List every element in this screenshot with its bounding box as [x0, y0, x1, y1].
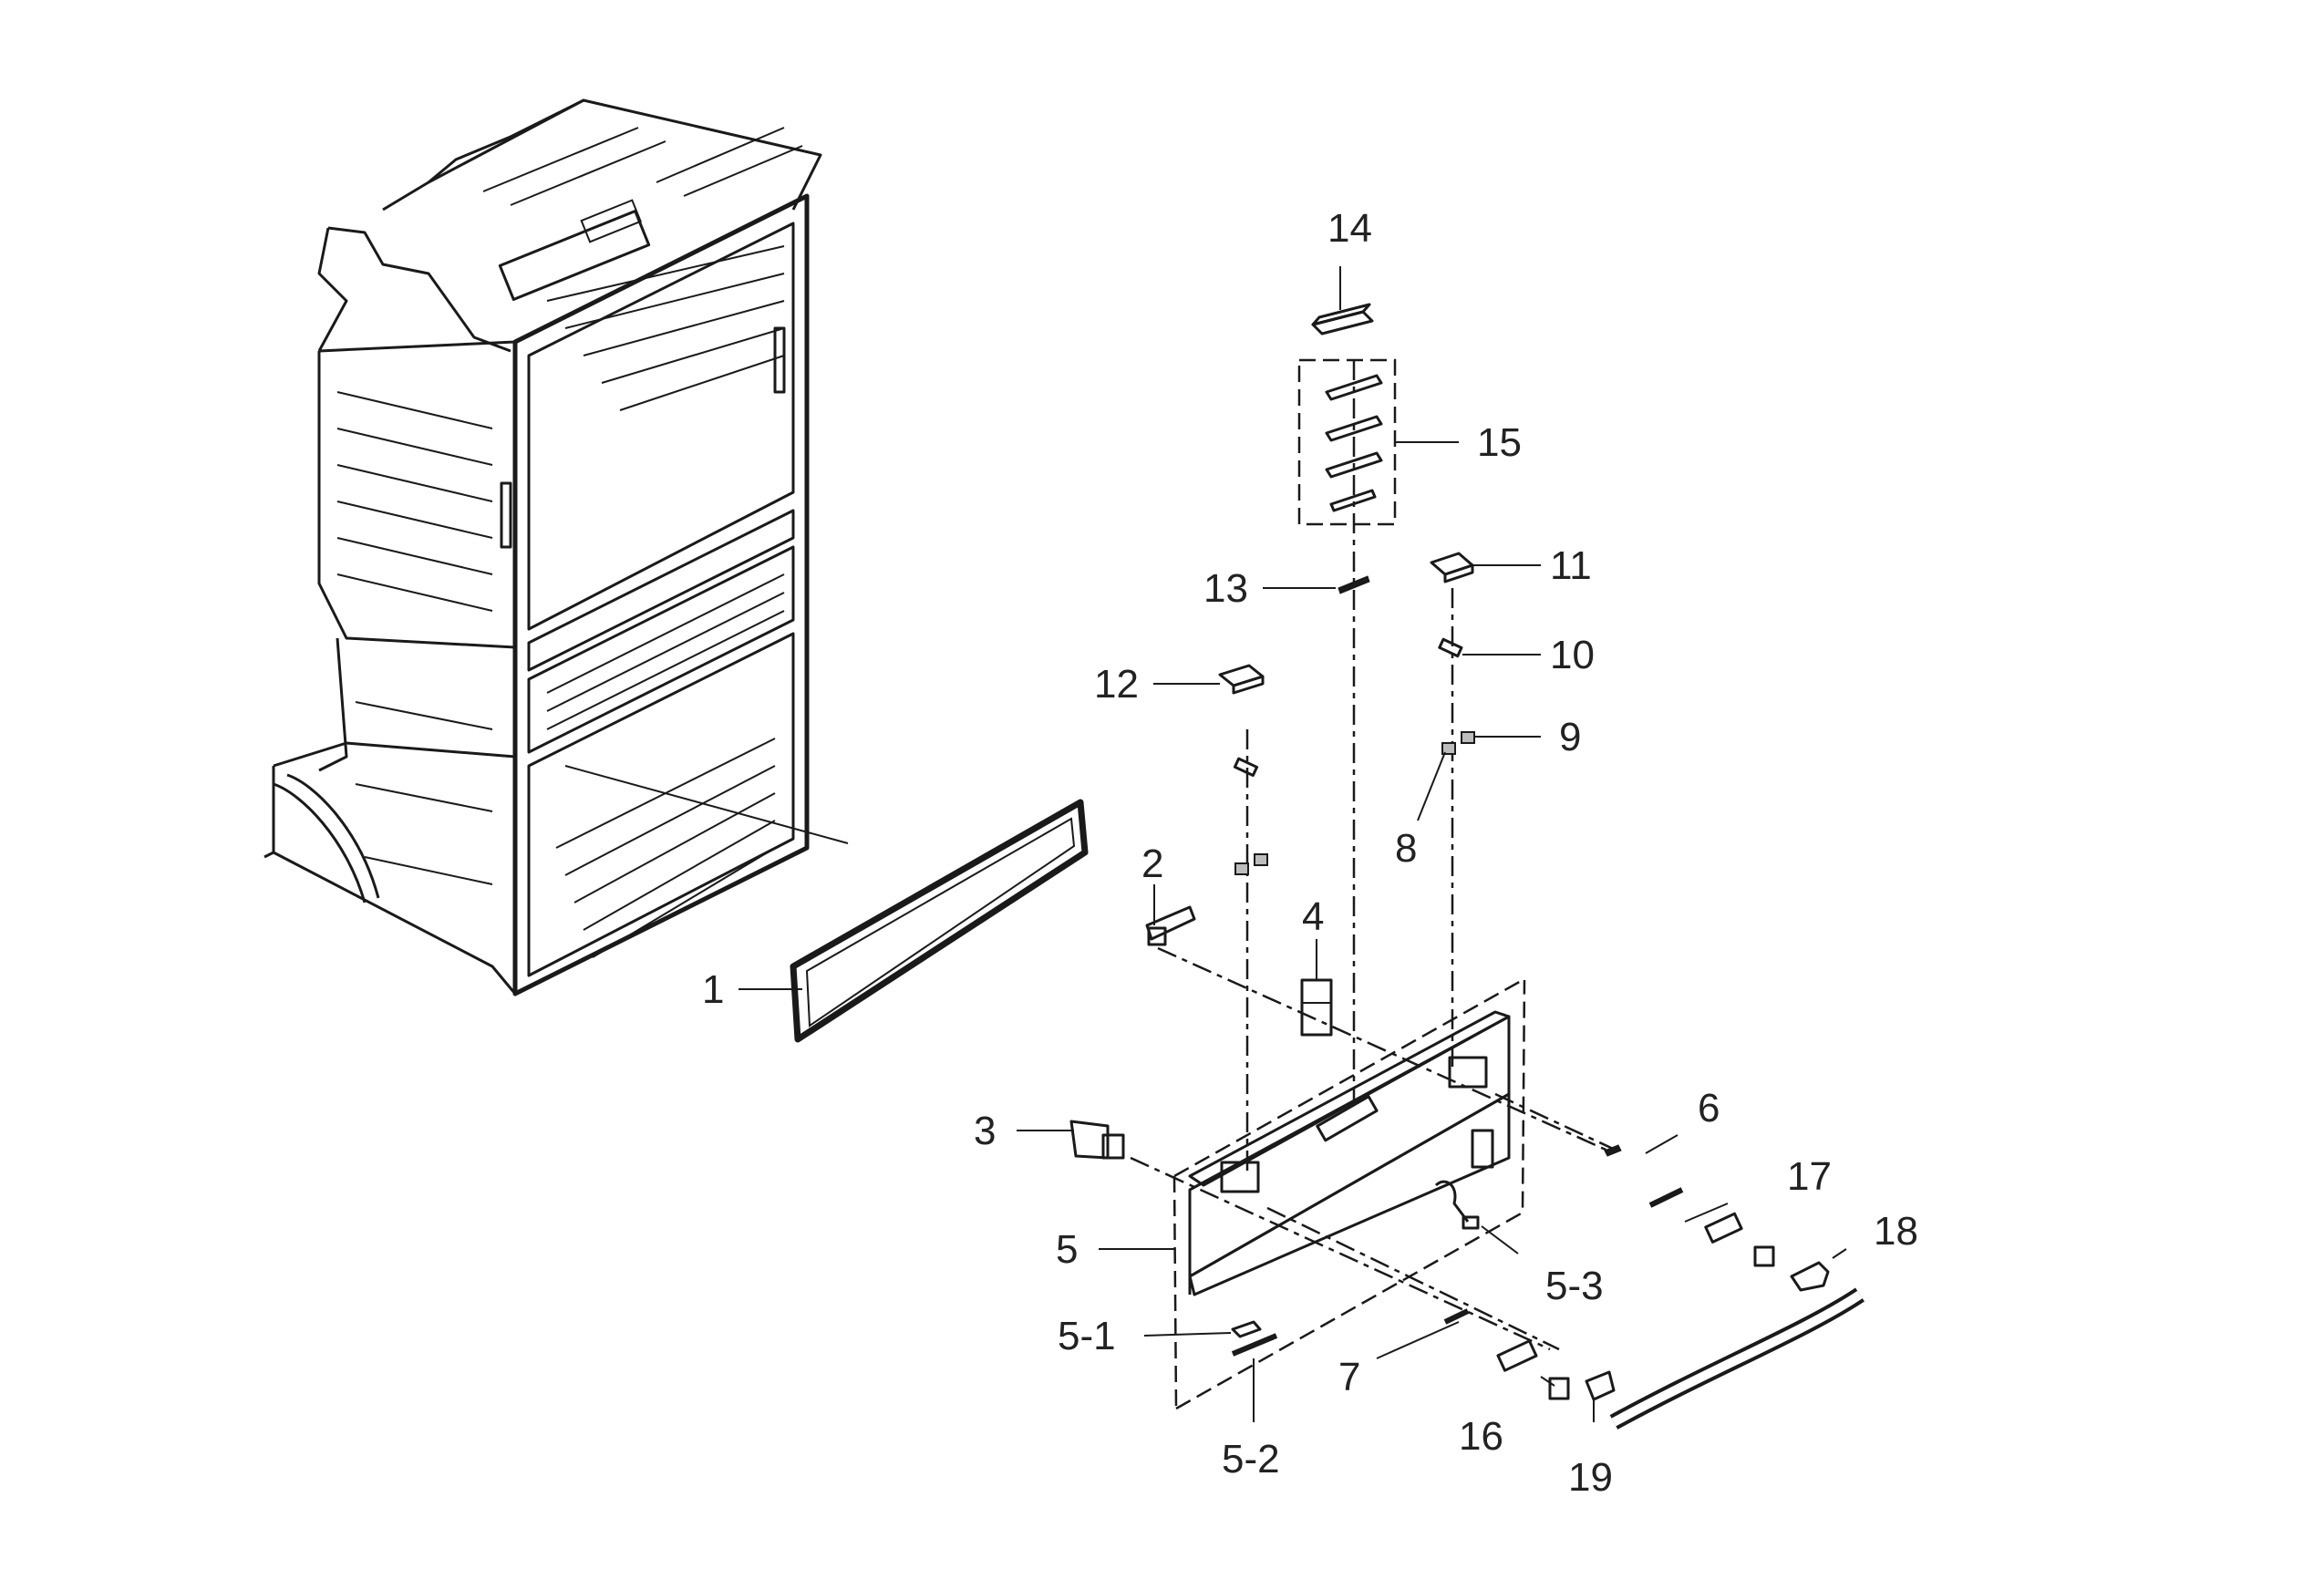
- callout-12: 12: [1094, 662, 1139, 707]
- callout-16: 16: [1459, 1414, 1503, 1459]
- door-assembly: [1172, 978, 1526, 1410]
- callout-6: 6: [1698, 1086, 1720, 1131]
- refrigerator-cabinet: [263, 98, 849, 996]
- callout-10: 10: [1550, 633, 1595, 677]
- leader-lines: [739, 266, 1847, 1422]
- assembly-center-lines: [1130, 360, 1624, 1351]
- callout-15: 15: [1477, 420, 1522, 465]
- callout-5-3: 5-3: [1545, 1264, 1604, 1308]
- callout-4: 4: [1302, 894, 1324, 939]
- callout-17: 17: [1787, 1154, 1832, 1199]
- callout-13: 13: [1203, 566, 1248, 611]
- door-gasket: [790, 799, 1089, 1043]
- callout-5: 5: [1056, 1227, 1078, 1272]
- callout-8: 8: [1395, 826, 1417, 871]
- callout-5-1: 5-1: [1058, 1314, 1116, 1358]
- callout-14: 14: [1327, 206, 1372, 251]
- callout-labels: 1 2 3 4 5 5-1 5-2 5-3 6 7 8 9 10 11 12 1…: [702, 206, 1918, 1500]
- callout-11: 11: [1550, 543, 1592, 588]
- callout-19: 19: [1568, 1455, 1613, 1500]
- callout-3: 3: [974, 1109, 996, 1153]
- callout-9: 9: [1559, 715, 1581, 759]
- callout-5-2: 5-2: [1222, 1437, 1280, 1482]
- callout-7: 7: [1338, 1355, 1360, 1399]
- callout-1: 1: [702, 967, 724, 1012]
- callout-2: 2: [1141, 841, 1163, 886]
- callout-18: 18: [1874, 1209, 1918, 1254]
